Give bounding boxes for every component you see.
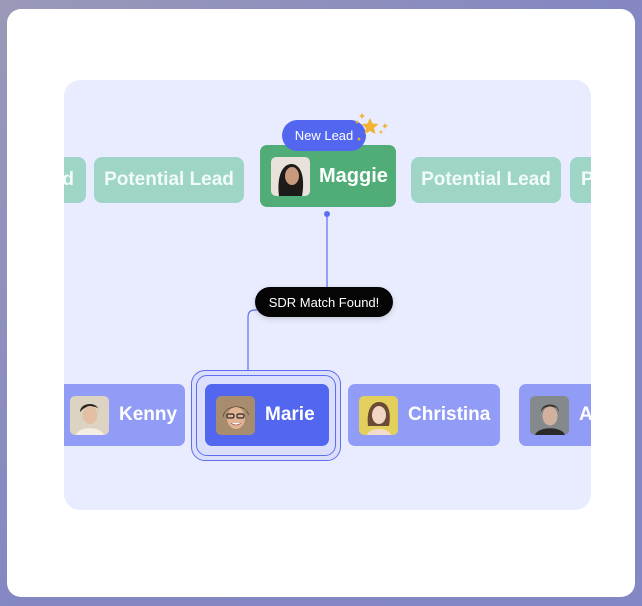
person-card-partial-right[interactable]: A — [519, 384, 591, 446]
avatar-maggie-icon — [271, 156, 310, 196]
person-card-marie-selected[interactable]: Marie — [205, 384, 329, 446]
new-lead-badge: New Lead — [282, 120, 366, 151]
potential-lead-partial-right: P — [570, 157, 591, 203]
lead-card-maggie[interactable]: Maggie — [260, 145, 396, 207]
connector-lines — [247, 211, 330, 371]
potential-lead-partial-left: d — [64, 157, 86, 203]
org-chart-canvas: d Potential Lead Potential Lead P — [64, 80, 591, 510]
sdr-match-badge: SDR Match Found! — [255, 287, 393, 317]
person-name: Kenny — [119, 404, 178, 425]
person-name: Marie — [265, 404, 315, 425]
main-card: d Potential Lead Potential Lead P — [7, 9, 635, 597]
avatar-marie-icon — [216, 395, 255, 435]
sparkle-star-icon — [355, 113, 388, 141]
potential-lead-card: Potential Lead — [94, 157, 244, 203]
avatar-a-icon — [530, 395, 569, 435]
avatar-christina-icon — [359, 395, 398, 435]
person-name: Christina — [408, 404, 491, 425]
potential-lead-card: Potential Lead — [411, 157, 561, 203]
person-card-kenny[interactable]: Kenny — [64, 384, 185, 446]
avatar-kenny-icon — [70, 395, 109, 435]
person-card-christina[interactable]: Christina — [348, 384, 500, 446]
person-name: A — [579, 404, 591, 425]
lead-name: Maggie — [319, 164, 388, 187]
